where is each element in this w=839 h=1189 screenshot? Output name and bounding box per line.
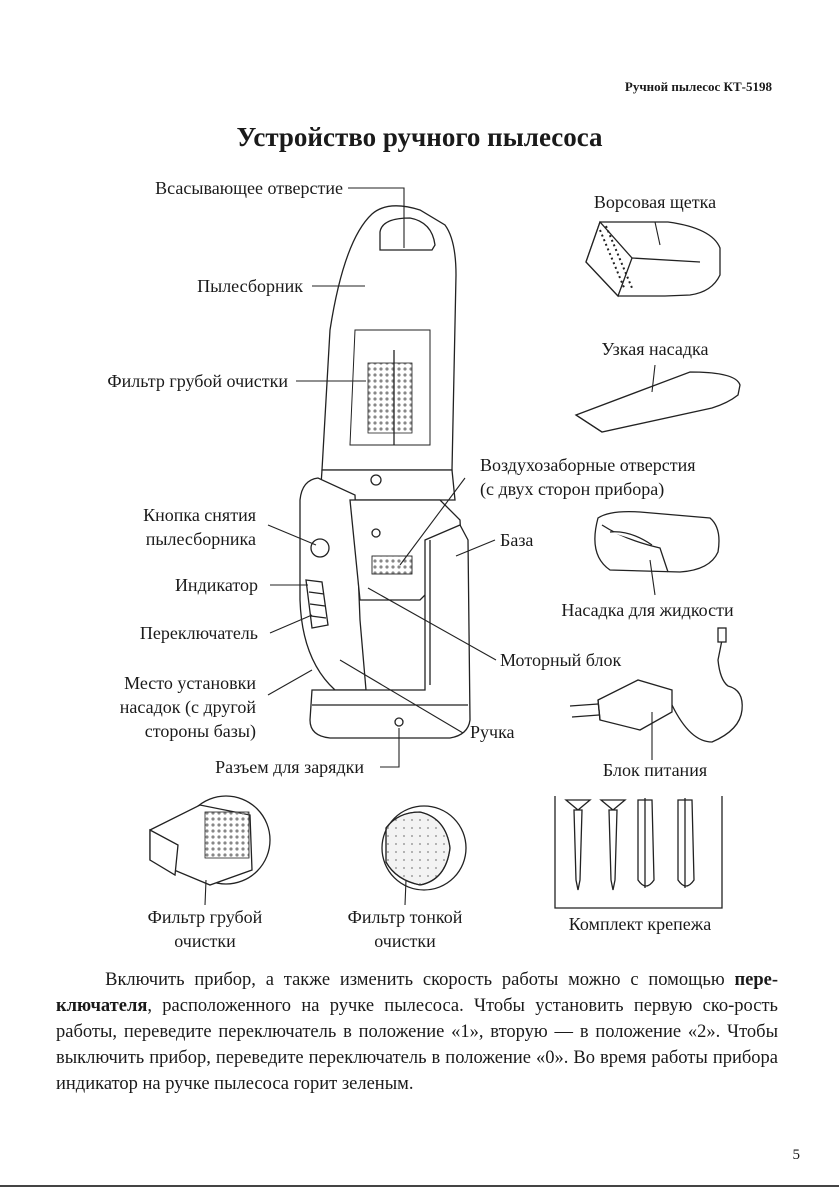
document-header: Ручной пылесос КТ-5198 (624, 79, 772, 94)
fine-filter-drawing (381, 805, 467, 891)
coarse-filter-drawing (149, 795, 271, 886)
label-coarse-filter: Фильтр грубой очистки (107, 371, 288, 391)
label-switch: Переключатель (139, 623, 258, 643)
label-release-button-1: Кнопка снятия (143, 505, 256, 525)
page-bottom-rule (0, 1185, 839, 1187)
bristle-brush (585, 220, 721, 298)
page-number: 5 (792, 1147, 801, 1163)
label-air-intake-1: Воздухозаборные отверстия (480, 455, 696, 475)
charging-base (309, 524, 471, 739)
label-attachment-place-3: стороны базы) (144, 721, 256, 741)
paragraph-text-2: , расположенного на ручке пылесоса. Чтоб… (56, 996, 778, 1094)
caption-coarse-filter-1: Фильтр грубой (147, 907, 263, 927)
liquid-nozzle (594, 510, 720, 573)
fasteners-bracket (554, 796, 723, 909)
power-adapter (569, 627, 743, 743)
label-motor-unit: Моторный блок (500, 650, 622, 670)
instruction-paragraph: Включить прибор, а также изменить скорос… (56, 967, 778, 1097)
crevice-tool (574, 371, 741, 433)
leader-lines (204, 187, 661, 906)
label-release-button-2: пылесборника (145, 529, 256, 549)
label-crevice-tool: Узкая насадка (601, 339, 709, 359)
vacuum-body (299, 205, 463, 691)
label-charge-socket: Разъем для зарядки (215, 757, 364, 777)
label-dust-container: Пылесборник (197, 276, 303, 296)
label-air-intake-2: (с двух сторон прибора) (480, 479, 665, 499)
label-attachment-place-1: Место установки (124, 673, 256, 693)
label-base: База (500, 530, 534, 550)
caption-fine-filter-2: очистки (374, 931, 436, 951)
fasteners-drawing (564, 798, 695, 891)
label-liquid-nozzle: Насадка для жидкости (561, 600, 734, 620)
paragraph-text-1: Включить прибор, а также изменить скорос… (105, 970, 735, 990)
label-indicator: Индикатор (174, 575, 258, 595)
paragraph-bold-switch: пере-ключателя (56, 970, 778, 1016)
label-attachment-place-2: насадок (с другой (119, 697, 256, 717)
caption-fasteners: Комплект крепежа (568, 914, 712, 934)
label-power-adapter: Блок питания (602, 760, 708, 780)
page-title: Устройство ручного пылесоса (236, 122, 603, 152)
caption-coarse-filter-2: очистки (174, 931, 236, 951)
label-bristle-brush: Ворсовая щетка (593, 192, 717, 212)
caption-fine-filter-1: Фильтр тонкой (347, 907, 463, 927)
label-intake: Всасывающее отверстие (155, 178, 343, 198)
label-handle: Ручка (470, 722, 515, 742)
